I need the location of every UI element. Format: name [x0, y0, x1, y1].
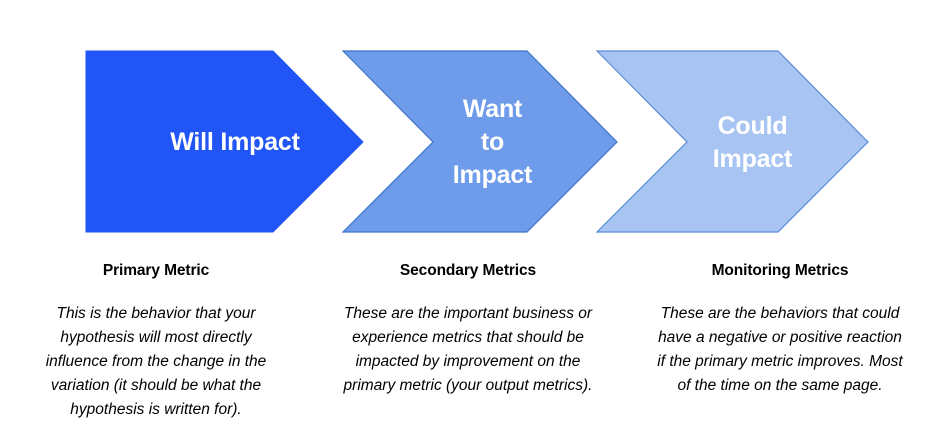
caption-columns: Primary Metric This is the behavior that… [0, 252, 936, 440]
caption-body-primary-metric: This is the behavior that your hypothesi… [45, 305, 267, 418]
caption-body-secondary-metrics: These are the important business or expe… [343, 305, 593, 394]
chevron-shapes [85, 50, 869, 233]
caption-column-secondary-metrics: Secondary Metrics These are the importan… [312, 252, 624, 440]
caption-body-monitoring-metrics: These are the behaviors that could have … [657, 305, 903, 394]
chevron-band: Will Impact Want to Impact Could Impact [85, 50, 869, 233]
caption-heading-secondary-metrics: Secondary Metrics [399, 262, 537, 279]
caption-column-primary-metric: Primary Metric This is the behavior that… [0, 252, 312, 440]
chevron-shape-could-impact[interactable] [595, 50, 869, 233]
chevron-shape-want-to-impact[interactable] [341, 50, 618, 233]
caption-heading-primary-metric: Primary Metric [102, 262, 210, 279]
chevron-shape-will-impact[interactable] [85, 50, 364, 233]
caption-heading-monitoring-metrics: Monitoring Metrics [711, 262, 849, 279]
caption-column-monitoring-metrics: Monitoring Metrics These are the behavio… [624, 252, 936, 440]
